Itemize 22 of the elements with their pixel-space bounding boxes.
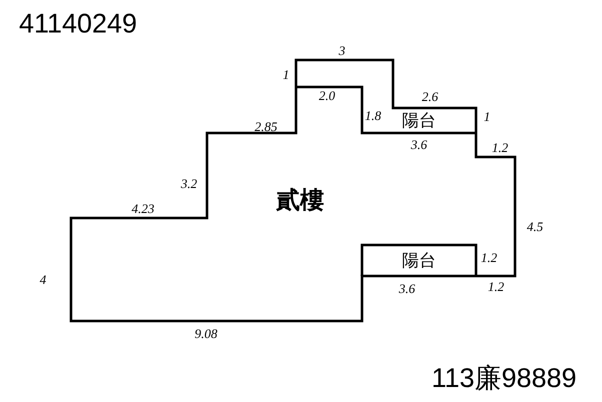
case-number: 41140249 <box>18 8 138 40</box>
dimension-label: 1.8 <box>364 108 382 124</box>
dimension-label: 2.85 <box>254 119 278 135</box>
dimension-label: 4.23 <box>132 201 154 217</box>
dimension-label: 4 <box>40 272 46 288</box>
dimension-label: 4.5 <box>526 219 544 235</box>
dimension-label: 9.08 <box>194 326 218 342</box>
dimension-label: 2.6 <box>422 89 438 105</box>
dimension-label: 3.2 <box>180 176 198 192</box>
room-label: 陽台 <box>402 250 436 272</box>
dimension-label: 3.6 <box>398 281 416 297</box>
dimension-label: 3.6 <box>410 137 428 153</box>
room-label: 貳樓 <box>276 184 324 216</box>
dimension-label: 1 <box>484 109 490 125</box>
dimension-label: 1.2 <box>488 279 504 295</box>
dimension-label: 1.2 <box>492 140 508 156</box>
dimension-label: 3 <box>338 43 346 59</box>
dimension-label: 2.0 <box>318 88 336 104</box>
room-label: 陽台 <box>402 110 436 132</box>
dimension-label: 1 <box>282 67 290 83</box>
dimension-label: 1.2 <box>480 250 498 266</box>
case-number: 113廉98889 <box>431 362 577 395</box>
